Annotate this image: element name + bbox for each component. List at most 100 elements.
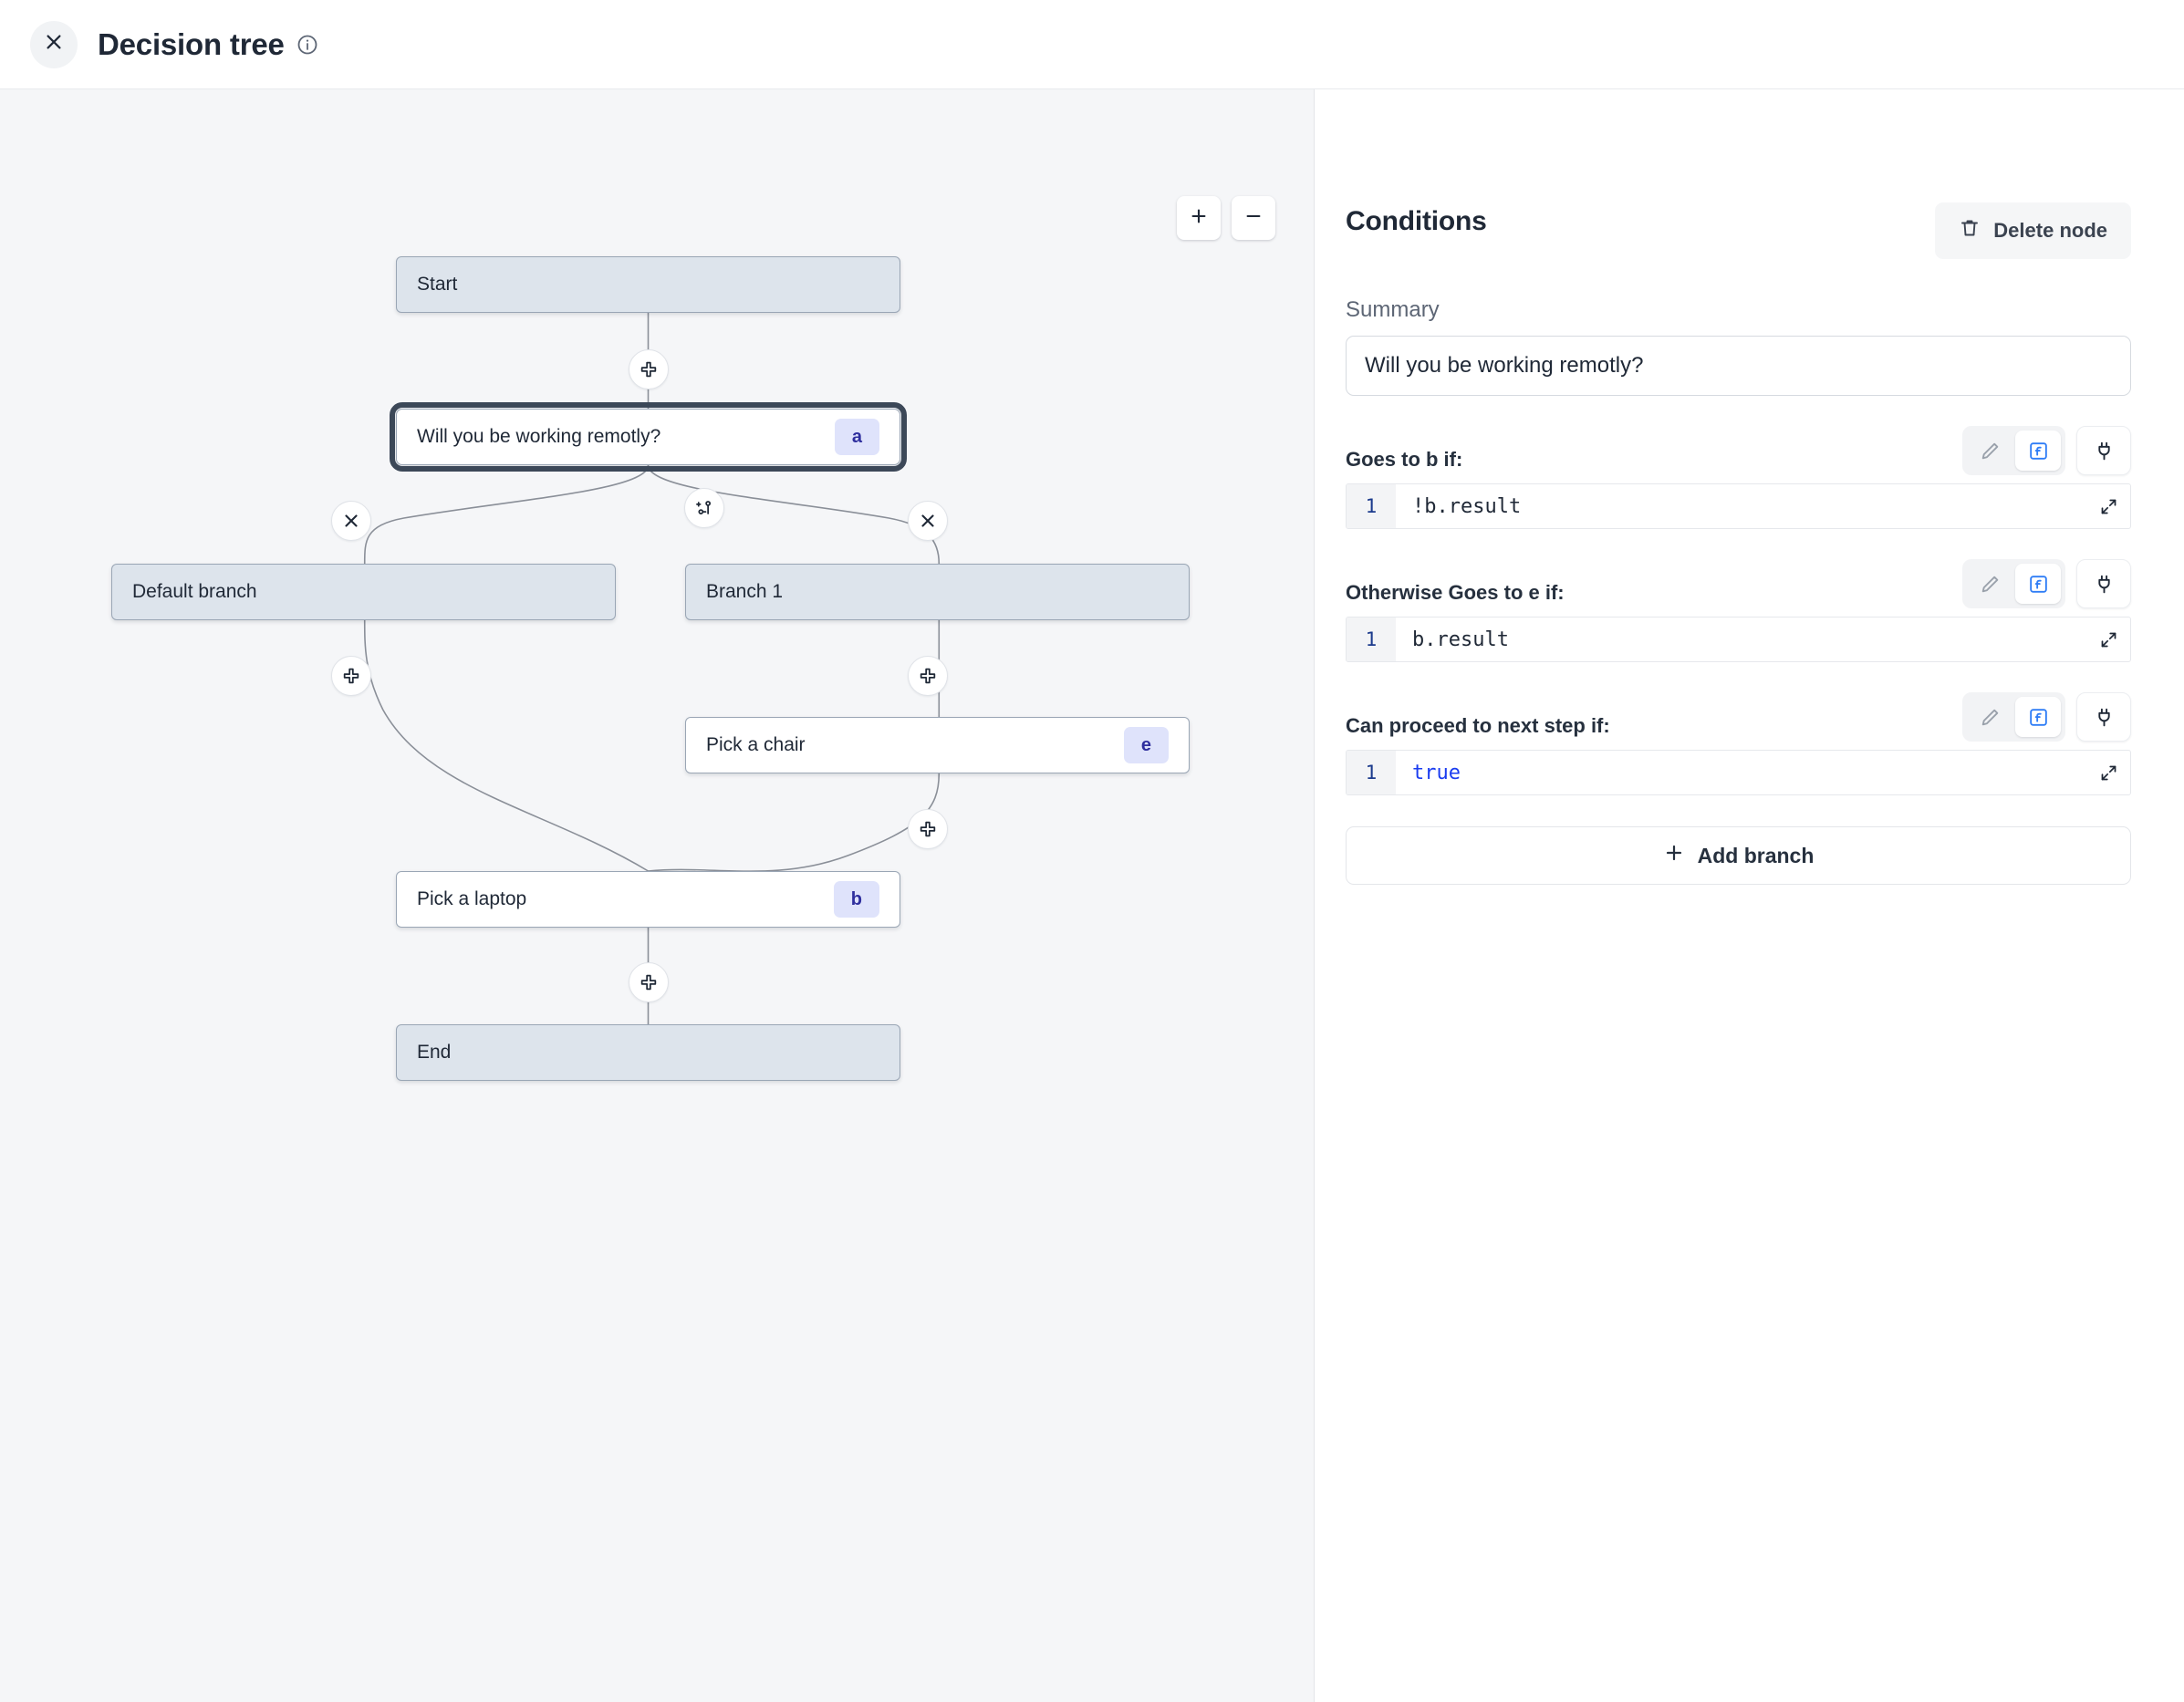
flow-node-label: Start (417, 274, 458, 295)
zoom-out-button[interactable] (1232, 196, 1275, 240)
code-editor[interactable]: 1 !b.result (1346, 483, 2131, 529)
info-icon[interactable] (296, 34, 318, 56)
pencil-mode-button[interactable] (1967, 431, 2012, 471)
condition-header: Otherwise Goes to e if: (1346, 559, 2131, 608)
condition-tools (1962, 559, 2131, 608)
editor-mode-switch (1962, 426, 2065, 475)
app-header: Decision tree (0, 0, 2184, 89)
condition-label: Can proceed to next step if: (1346, 714, 1610, 737)
flow-handle-add-after-default[interactable] (331, 656, 371, 696)
flow-node-branch1[interactable]: Branch 1 (685, 564, 1190, 620)
pencil-icon (1979, 573, 2002, 596)
flow-handle-add-branch-split[interactable] (684, 488, 724, 528)
flow-node-badge: e (1123, 727, 1169, 763)
flow-node-question[interactable]: Will you be working remotly?a (390, 402, 907, 472)
close-icon (918, 511, 938, 531)
plug-icon (2093, 573, 2116, 596)
flow-node-chair[interactable]: Pick a chair e (685, 717, 1190, 773)
flow-handle-add-after-start[interactable] (629, 349, 669, 389)
add-branch-button[interactable]: Add branch (1346, 826, 2131, 885)
summary-input[interactable] (1346, 336, 2131, 396)
conditions-panel: Conditions Delete node Summary Goes to b… (1315, 89, 2184, 1702)
add-branch-label: Add branch (1697, 843, 1815, 867)
flow-node-label: Branch 1 (706, 581, 784, 602)
fx-mode-button[interactable] (2015, 564, 2061, 604)
flow-node-label: Default branch (132, 581, 257, 602)
pencil-mode-button[interactable] (1967, 564, 2012, 604)
editor-mode-switch (1962, 559, 2065, 608)
expand-icon (2099, 763, 2118, 783)
flow-node-default[interactable]: Default branch (111, 564, 616, 620)
minus-icon (1243, 206, 1264, 231)
plus-node-icon (918, 666, 938, 686)
flow-node-start[interactable]: Start (396, 256, 900, 313)
conditions-list: Goes to b if: (1346, 426, 2131, 795)
flow-handle-remove-default[interactable] (331, 501, 371, 541)
close-icon (341, 511, 361, 531)
plug-icon (2093, 440, 2116, 462)
code-editor[interactable]: 1 b.result (1346, 617, 2131, 662)
condition-label: Goes to b if: (1346, 448, 1463, 471)
expand-editor-button[interactable] (2090, 488, 2127, 524)
panel-title: Conditions (1346, 206, 1487, 236)
flow-node-laptop[interactable]: Pick a laptop b (396, 871, 900, 928)
condition-tools (1962, 692, 2131, 742)
expand-editor-button[interactable] (2090, 621, 2127, 658)
line-number: 1 (1347, 617, 1396, 661)
close-button[interactable] (30, 20, 78, 68)
line-number: 1 (1347, 751, 1396, 794)
line-number: 1 (1347, 484, 1396, 528)
zoom-controls (1177, 196, 1275, 240)
plus-node-icon (918, 819, 938, 839)
code-editor[interactable]: 1 true (1346, 750, 2131, 795)
code-line[interactable]: !b.result (1412, 494, 1522, 518)
flow-handle-add-after-branch1[interactable] (908, 656, 948, 696)
condition-tools (1962, 426, 2131, 475)
flow-node-end[interactable]: End (396, 1024, 900, 1081)
pencil-mode-button[interactable] (1967, 697, 2012, 737)
flow-handle-remove-branch1[interactable] (908, 501, 948, 541)
delete-node-label: Delete node (1993, 219, 2107, 242)
fx-mode-button[interactable] (2015, 431, 2061, 471)
zoom-in-button[interactable] (1177, 196, 1221, 240)
title-group: Decision tree (98, 27, 318, 62)
connect-button[interactable] (2076, 559, 2131, 608)
page-title: Decision tree (98, 26, 285, 61)
plus-icon (1189, 206, 1209, 231)
expand-icon (2099, 497, 2118, 516)
plus-node-icon (639, 359, 659, 379)
condition-block: Can proceed to next step if: (1346, 692, 2131, 795)
pencil-icon (1979, 706, 2002, 729)
plus-node-icon (639, 972, 659, 992)
code-line[interactable]: true (1412, 761, 1461, 784)
close-icon (44, 32, 64, 57)
condition-label: Otherwise Goes to e if: (1346, 581, 1565, 604)
fx-icon (2027, 573, 2050, 596)
flow-node-label: Pick a chair (706, 734, 806, 755)
flow-node-label: Will you be working remotly? (417, 426, 661, 447)
flow-handle-add-after-laptop[interactable] (629, 962, 669, 1002)
condition-block: Goes to b if: (1346, 426, 2131, 529)
editor-mode-switch (1962, 692, 2065, 742)
plug-icon (2093, 706, 2116, 729)
condition-header: Goes to b if: (1346, 426, 2131, 475)
delete-node-button[interactable]: Delete node (1935, 202, 2131, 259)
connect-button[interactable] (2076, 426, 2131, 475)
summary-label: Summary (1346, 297, 1440, 322)
connect-button[interactable] (2076, 692, 2131, 742)
code-line[interactable]: b.result (1412, 628, 1509, 651)
flow-node-label: Pick a laptop (417, 888, 527, 909)
expand-editor-button[interactable] (2090, 754, 2127, 791)
branch-add-icon (694, 498, 714, 518)
trash-icon (1959, 217, 1981, 244)
condition-header: Can proceed to next step if: (1346, 692, 2131, 742)
flow-node-badge: b (833, 881, 879, 918)
fx-mode-button[interactable] (2015, 697, 2061, 737)
flow-handle-add-after-chair[interactable] (908, 809, 948, 849)
fx-icon (2027, 440, 2050, 462)
plus-node-icon (341, 666, 361, 686)
fx-icon (2027, 706, 2050, 729)
condition-block: Otherwise Goes to e if: (1346, 559, 2131, 662)
